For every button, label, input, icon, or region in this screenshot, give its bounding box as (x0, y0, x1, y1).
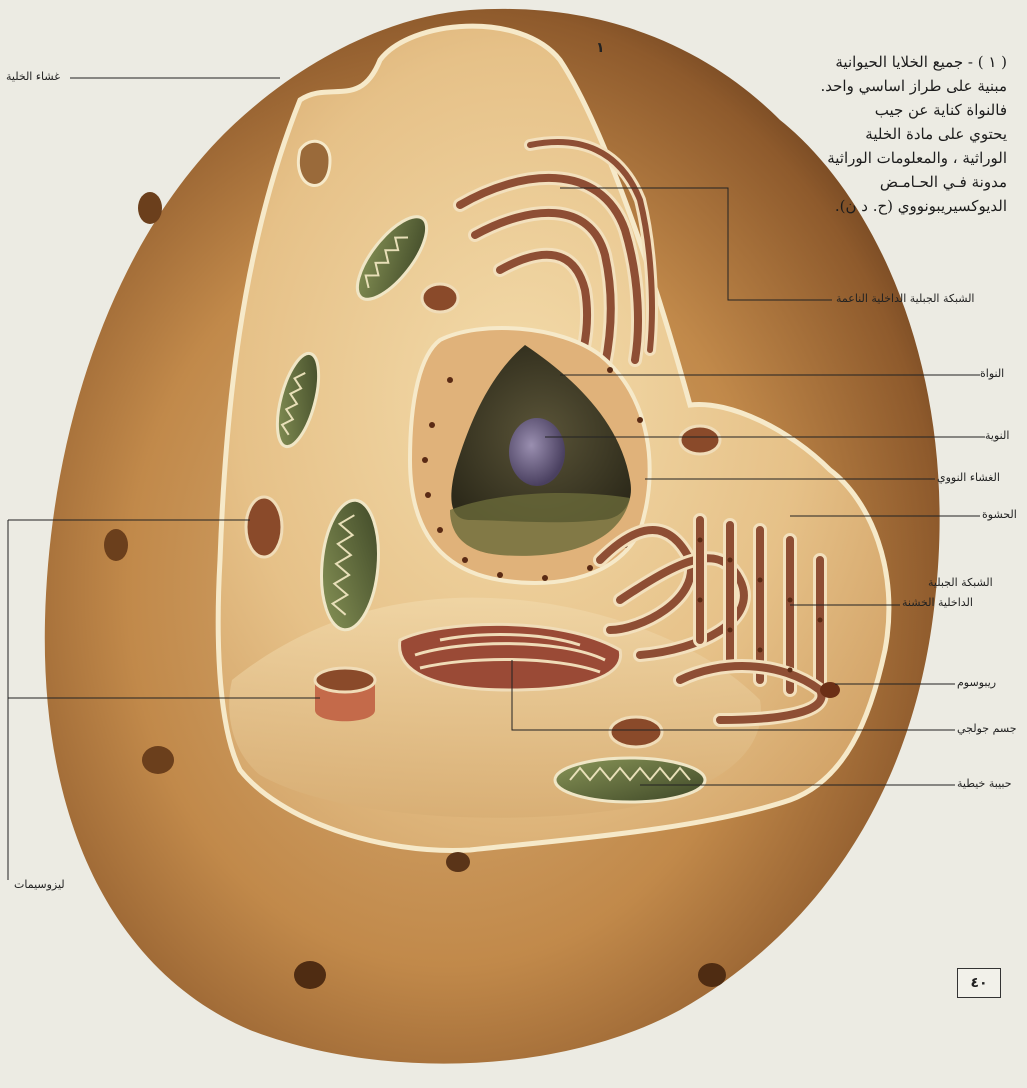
page-number: ٤٠ (957, 968, 1001, 998)
label-ribosome: ريبوسوم (957, 676, 996, 689)
label-nuclear-membrane: الغشاء النووي (937, 471, 1000, 484)
caption-line: مبنية على طراز اساسي واحد. (752, 74, 1007, 98)
label-rough-er-line2: الداخلية الخشنة (902, 596, 973, 609)
label-cytoplasm: الحشوة (982, 508, 1017, 521)
label-cell-membrane: غشاء الخلية (6, 70, 60, 83)
caption-line: يحتوي على مادة الخلية (752, 122, 1007, 146)
caption-line: الديوكسيريبونووي (ح. د ن). (752, 194, 1007, 218)
label-lysosomes: ليزوسيمات (14, 878, 65, 891)
caption-line: مدونة فـي الحـامـض (752, 170, 1007, 194)
label-smooth-er: الشبكة الجبلية الداخلية الناعمة (836, 292, 974, 305)
label-nucleolus: النوية (985, 429, 1009, 442)
figure-caption: ( ١ ) - جميع الخلايا الحيوانية مبنية على… (752, 50, 1007, 218)
label-mitochondrion: حبيبة خيطية (957, 777, 1012, 790)
label-nucleus: النواة (980, 367, 1004, 380)
label-golgi: جسم جولجي (957, 722, 1017, 735)
floor-lysosome (315, 668, 375, 721)
caption-line: الوراثية ، والمعلومات الوراثية (752, 146, 1007, 170)
nucleolus (509, 418, 565, 486)
caption-line: فالنواة كناية عن جيب (752, 98, 1007, 122)
label-rough-er-line1: الشبكة الجبلية (928, 576, 993, 589)
figure-number: ١ (596, 40, 605, 56)
caption-line: ( ١ ) - جميع الخلايا الحيوانية (752, 50, 1007, 74)
